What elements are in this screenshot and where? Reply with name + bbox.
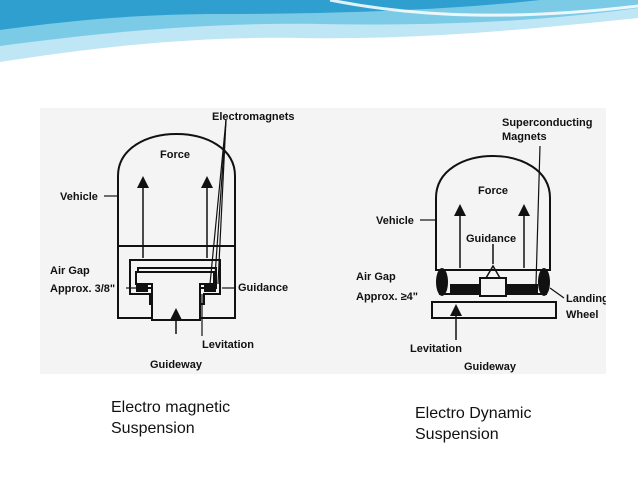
eds-force-label: Force [478,185,508,197]
eds-guideway [431,301,557,319]
caption-electrodynamic: Electro Dynamic Suspension [415,403,531,445]
eds-airgap-label-1: Air Gap [356,271,396,283]
eds-vehicle-body [435,155,551,271]
eds-vehicle-label: Vehicle [376,215,414,227]
eds-airgap-label-2: Approx. ≥4" [356,291,418,303]
eds-landing-label-2: Wheel [566,309,598,321]
eds-landing-wheel-left [436,268,448,296]
em-airgap-label-1: Air Gap [50,265,90,277]
em-airgap-label-2: Approx. 3/8" [50,283,115,295]
eds-guideway-label: Guideway [464,361,517,373]
em-guideway-label: Guideway [150,359,203,371]
eds-magnets-leader [535,145,541,285]
em-levitation-label: Levitation [202,339,254,351]
em-vehicle-body [117,133,236,319]
caption-left-line1: Electro magnetic [111,399,231,416]
eds-landing-label-1: Landing [566,293,606,305]
caption-left-line2: Suspension [111,420,195,437]
header-wave-decoration [0,0,638,62]
eds-levitation-label: Levitation [410,343,462,355]
eds-guidance-wedge [485,264,501,279]
eds-guideway-center [479,277,507,297]
eds-landing-leader [549,287,565,299]
em-electromagnets-leader-1 [209,119,227,285]
em-vehicle-label: Vehicle [60,191,98,203]
caption-electromagnetic: Electro magnetic Suspension [111,397,230,439]
eds-superconducting-label-2: Magnets [502,131,547,143]
em-magnet-bracket [129,259,221,305]
diagram-background [40,108,606,374]
eds-superconducting-label-1: Superconducting [502,117,592,129]
caption-right-line1: Electro Dynamic [415,405,532,422]
eds-magnet-right [498,284,538,294]
eds-diagram: Superconducting Magnets Force Vehicle Gu… [356,117,606,373]
em-guidance-label: Guidance [238,282,288,294]
maglev-diagram-svg: Electromagnets Force Vehicle Air Gap App… [40,108,606,374]
maglev-diagram: Electromagnets Force Vehicle Air Gap App… [40,108,606,374]
em-electromagnets-leader-3 [213,119,227,291]
em-electromagnets-label: Electromagnets [212,111,295,123]
eds-guidance-label: Guidance [466,233,516,245]
wave-highlight [329,0,638,17]
eds-landing-wheel-right [538,268,550,296]
eds-magnet-left [450,284,490,294]
em-electromagnet-left [136,284,148,292]
caption-right-line2: Suspension [415,426,499,443]
wave-dark [0,0,540,30]
em-diagram: Electromagnets Force Vehicle Air Gap App… [50,111,295,371]
em-force-label: Force [160,149,190,161]
em-electromagnet-right [204,284,216,292]
